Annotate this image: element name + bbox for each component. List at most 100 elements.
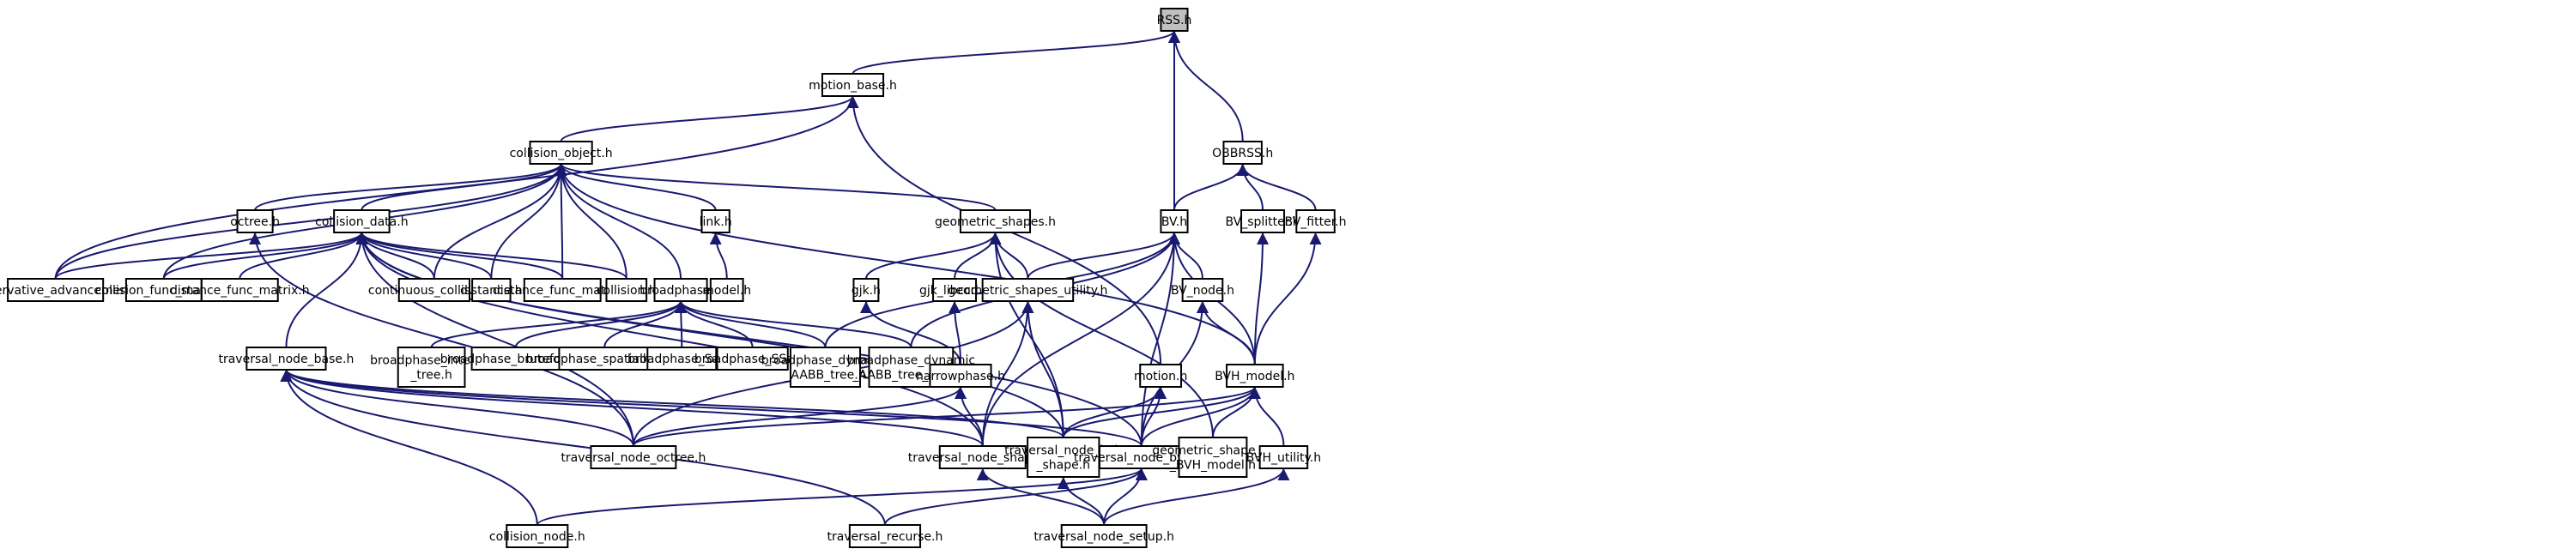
node-label: conservative_advancement.h: [0, 284, 144, 298]
node-label: broadphase_spatialhash.h: [526, 353, 683, 366]
node-label: geometric_shape_to: [1152, 444, 1273, 458]
node-distance-func-matrix2[interactable]: distance_func_matrix.h: [493, 278, 633, 302]
node-label: OBBRSS.h: [1212, 147, 1273, 160]
node-collision[interactable]: collision.h: [597, 278, 657, 302]
node-rss: RSS.h: [1157, 8, 1192, 32]
node-traversal-node-base[interactable]: traversal_node_base.h: [218, 347, 354, 371]
node-label: BV_splitter.h: [1225, 215, 1300, 229]
node-model[interactable]: model.h: [702, 278, 751, 302]
edge-traversal_node_setup-to-bvh_utility: [1103, 468, 1290, 526]
edge-traversal_node_bvhs-to-traversal_node_base: [280, 369, 1143, 447]
node-gjk-libccd[interactable]: gjk_libccd.h: [919, 278, 990, 302]
node-label: distance_func_matrix.h: [170, 284, 310, 298]
node-bvh-model[interactable]: BVH_model.h: [1215, 364, 1294, 388]
node-label: geometric_shapes_utility.h: [949, 284, 1108, 298]
node-geometric-shapes-utility[interactable]: geometric_shapes_utility.h: [949, 278, 1108, 302]
node-collision-func-matrix[interactable]: collision_func_matrix.h: [95, 278, 233, 302]
node-bv-fitter[interactable]: BV_fitter.h: [1285, 209, 1347, 233]
node-label: broadphase_bruteforce.h: [440, 353, 591, 366]
node-label: traversal_recurse.h: [827, 530, 943, 544]
node-label: continuous_collision.h: [368, 284, 500, 298]
edge-obbrss-to-rss: [1168, 30, 1244, 142]
node-broadphase[interactable]: broadphase.h: [639, 278, 722, 302]
node-octree[interactable]: octree.h: [230, 209, 280, 233]
node-distance[interactable]: distance.h: [460, 278, 523, 302]
node-collision-node[interactable]: collision_node.h: [489, 524, 585, 548]
edge-narrowphase-to-gjk_libccd: [949, 300, 962, 365]
node-motion-base[interactable]: motion_base.h: [809, 73, 897, 97]
edge-traversal_node_bvh_shape-to-geometric_shapes_utility: [1021, 300, 1064, 438]
node-traversal-node-bvhs[interactable]: traversal_node_bvhs.h: [1074, 445, 1209, 469]
node-broadphase-dynamic-aabb-tree[interactable]: broadphase_dynamic_AABB_tree.h: [761, 347, 889, 388]
node-label: RSS.h: [1157, 14, 1192, 27]
node-continuous-collision[interactable]: continuous_collision.h: [368, 278, 500, 302]
edge-geometric_shapes_utility-to-bv: [1027, 232, 1180, 280]
node-label: broadphase_interval: [370, 354, 493, 368]
node-label: broadphase_SaP.h: [627, 353, 736, 366]
node-traversal-node-octree[interactable]: traversal_node_octree.h: [561, 445, 706, 469]
node-conservative-advancement[interactable]: conservative_advancement.h: [0, 278, 144, 302]
edge-octree-to-collision_object: [254, 163, 567, 211]
node-broadphase-sap[interactable]: broadphase_SaP.h: [627, 347, 736, 371]
node-label: traversal_node_bvh: [1004, 444, 1122, 458]
edge-bvh_utility-to-bvh_model: [1248, 386, 1285, 447]
edge-traversal_node_octree-to-traversal_node_base: [280, 369, 634, 447]
node-distance-func-matrix[interactable]: distance_func_matrix.h: [170, 278, 310, 302]
node-geometric-shape-to-bvh-model[interactable]: geometric_shape_to_BVH_model.h: [1152, 437, 1274, 478]
edge-traversal_node_bvh_shape-to-geometric_shapes: [989, 232, 1064, 438]
edge-traversal_node_octree-to-collision_data: [355, 232, 634, 447]
edge-collision_node-to-traversal_node_base: [280, 369, 538, 526]
node-collision-object[interactable]: collision_object.h: [510, 141, 613, 165]
edge-bv-to-obbrss: [1173, 163, 1249, 211]
edge-broadphase_spatialhash-to-broadphase: [603, 300, 688, 348]
edge-link-to-collision_object: [555, 163, 717, 211]
edge-broadphase_interval_tree-to-broadphase: [430, 300, 687, 348]
node-bvh-utility[interactable]: BVH_utility.h: [1246, 445, 1321, 469]
node-bv[interactable]: BV.h: [1160, 209, 1189, 233]
edge-collision_object-to-motion_base: [560, 95, 859, 142]
node-label: collision.h: [597, 284, 657, 298]
graph-edges: [54, 30, 1322, 526]
edge-broadphase_sap-to-broadphase: [675, 300, 688, 348]
edge-geometric_shape_to_bvh_model-to-geometric_shapes: [989, 232, 1214, 438]
edge-collision_node-to-traversal_node_bvhs: [536, 468, 1148, 526]
node-narrowphase[interactable]: narrowphase.h: [916, 364, 1005, 388]
edge-traversal_node_octree-to-narrowphase: [632, 386, 967, 447]
node-label: _tree.h: [409, 369, 452, 383]
edge-conservative_advancement-to-motion_base: [54, 95, 859, 280]
node-traversal-node-bvh-shape[interactable]: traversal_node_bvh_shape.h: [1004, 437, 1122, 478]
node-label: BV.h: [1161, 215, 1187, 229]
node-broadphase-ssap[interactable]: broadphase_SSaP.h: [694, 347, 811, 371]
node-bv-node[interactable]: BV_node.h: [1171, 278, 1234, 302]
node-traversal-recurse[interactable]: traversal_recurse.h: [827, 524, 943, 548]
node-bv-splitter[interactable]: BV_splitter.h: [1225, 209, 1300, 233]
node-label: collision_data.h: [315, 215, 408, 229]
node-geometric-shapes[interactable]: geometric_shapes.h: [935, 209, 1056, 233]
edge-narrowphase-to-gjk: [859, 300, 962, 365]
edge-collision-to-collision_data: [355, 232, 627, 280]
edge-traversal_node_bvhs-to-collision_data: [355, 232, 1143, 447]
node-traversal-node-setup[interactable]: traversal_node_setup.h: [1033, 524, 1174, 548]
node-collision-data[interactable]: collision_data.h: [315, 209, 409, 233]
node-obbrss[interactable]: OBBRSS.h: [1212, 141, 1273, 165]
node-label: BV_fitter.h: [1285, 215, 1347, 229]
node-label: collision_object.h: [510, 147, 613, 160]
node-motion[interactable]: motion.h: [1134, 364, 1187, 388]
node-gjk[interactable]: gjk.h: [852, 278, 881, 302]
node-broadphase-bruteforce[interactable]: broadphase_bruteforce.h: [440, 347, 591, 371]
edge-continuous_collision-to-collision_object: [433, 163, 567, 280]
edge-bvh_model-to-bv_splitter: [1253, 232, 1270, 365]
node-label: traversal_node_base.h: [218, 353, 354, 366]
node-label: geometric_shapes.h: [935, 215, 1056, 229]
node-label: traversal_node_shapes.h: [908, 451, 1058, 465]
node-label: distance_func_matrix.h: [493, 284, 633, 298]
node-label: octree.h: [230, 215, 280, 229]
node-traversal-node-shapes[interactable]: traversal_node_shapes.h: [908, 445, 1058, 469]
edge-bvh_model-to-bv_fitter: [1253, 232, 1322, 365]
edge-conservative_advancement-to-collision_object: [54, 163, 567, 280]
node-broadphase-spatialhash[interactable]: broadphase_spatialhash.h: [526, 347, 683, 371]
node-broadphase-interval-tree[interactable]: broadphase_interval_tree.h: [370, 347, 493, 388]
node-link[interactable]: link.h: [700, 209, 732, 233]
node-label: BVH_model.h: [1215, 370, 1294, 383]
